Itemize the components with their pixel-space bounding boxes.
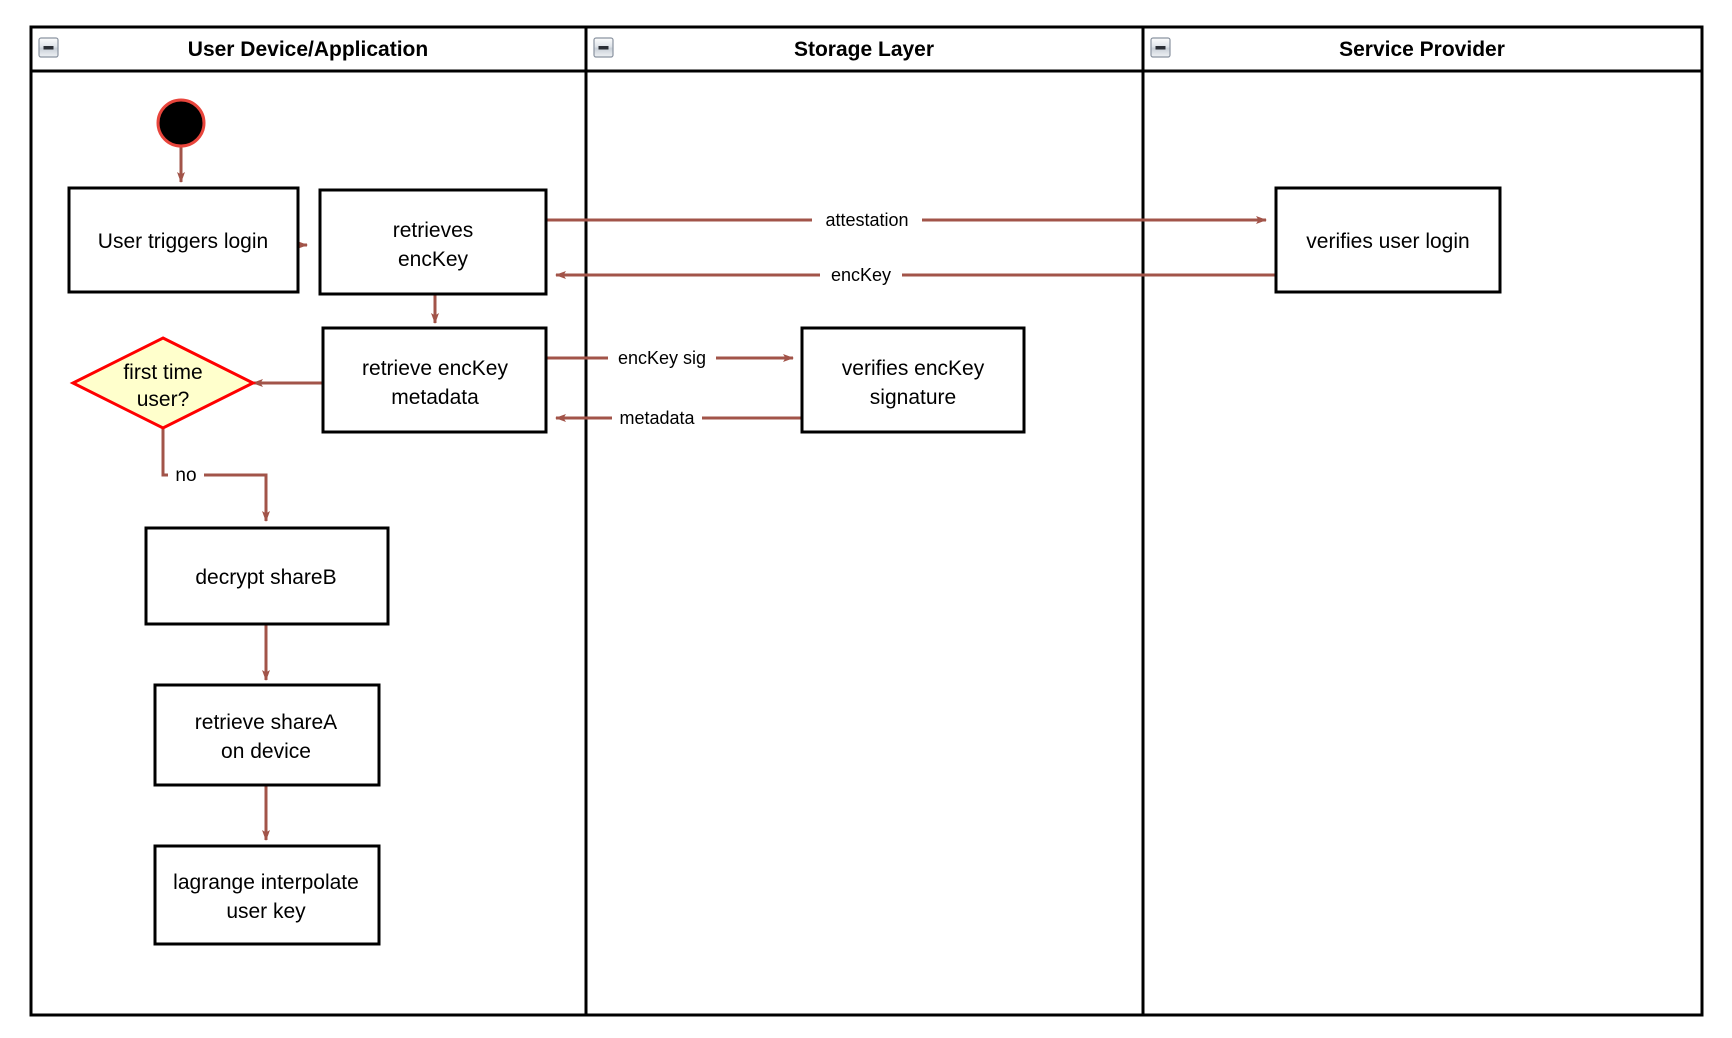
edge-enckey-sig: encKey sig: [546, 346, 794, 370]
node-label-retrieves-enckey-line2: encKey: [398, 248, 469, 271]
lane-title-service-provider: Service Provider: [1339, 38, 1505, 61]
node-label-retrieve-enckey-metadata-line1: retrieve encKey: [362, 357, 508, 380]
node-label-verifies-enckey-signature-line1: verifies encKey: [842, 357, 985, 380]
lane-header-user-device: User Device/Application: [38, 37, 428, 61]
edge-label-metadata: metadata: [619, 408, 695, 428]
lane-title-user-device: User Device/Application: [188, 38, 428, 61]
node-label-retrieve-sharea-line2: on device: [221, 740, 311, 763]
collapse-minus-icon[interactable]: [593, 37, 614, 58]
node-verifies-user-login[interactable]: verifies user login: [1274, 186, 1502, 294]
node-retrieve-enckey-metadata[interactable]: retrieve encKey metadata: [321, 326, 548, 434]
node-lagrange-interpolate-user-key[interactable]: lagrange interpolate user key: [153, 844, 381, 946]
node-first-time-user[interactable]: first time user?: [69, 336, 257, 430]
edge-label-attestation: attestation: [825, 210, 908, 230]
collapse-minus-icon[interactable]: [1150, 37, 1171, 58]
node-label-decrypt-shareb: decrypt shareB: [195, 566, 336, 589]
node-label-retrieve-sharea-line1: retrieve shareA: [195, 711, 337, 734]
node-label-lagrange-line1: lagrange interpolate: [173, 871, 359, 894]
edge-metadata-return: metadata: [555, 406, 802, 430]
node-user-triggers-login[interactable]: User triggers login: [67, 186, 300, 294]
node-label-verifies-user-login: verifies user login: [1306, 230, 1469, 253]
node-label-lagrange-line2: user key: [226, 900, 306, 923]
node-label-retrieve-enckey-metadata-line2: metadata: [391, 386, 479, 409]
node-label-user-triggers-login: User triggers login: [98, 230, 268, 253]
node-decrypt-shareb[interactable]: decrypt shareB: [144, 526, 390, 626]
edge-label-enckey: encKey: [831, 265, 891, 285]
edge-decision-no: no: [161, 424, 270, 522]
lane-header-service-provider: Service Provider: [1150, 37, 1505, 61]
edge-label-enckey-sig: encKey sig: [618, 348, 706, 368]
node-label-first-time-user-line2: user?: [137, 388, 190, 411]
node-label-retrieves-enckey-line1: retrieves: [393, 219, 474, 242]
edge-label-no: no: [175, 465, 196, 486]
node-label-first-time-user-line1: first time: [123, 361, 202, 384]
node-retrieves-enckey[interactable]: retrieves encKey: [318, 188, 548, 296]
edge-enckey-return: encKey: [555, 263, 1276, 287]
node-label-verifies-enckey-signature-line2: signature: [870, 386, 956, 409]
edge-attestation: attestation: [546, 208, 1267, 232]
node-start[interactable]: [156, 98, 206, 148]
lane-header-storage: Storage Layer: [593, 37, 934, 61]
lane-title-storage: Storage Layer: [794, 38, 934, 61]
collapse-minus-icon[interactable]: [38, 37, 59, 58]
node-retrieve-sharea-on-device[interactable]: retrieve shareA on device: [153, 683, 381, 787]
node-verifies-enckey-signature[interactable]: verifies encKey signature: [800, 326, 1026, 434]
